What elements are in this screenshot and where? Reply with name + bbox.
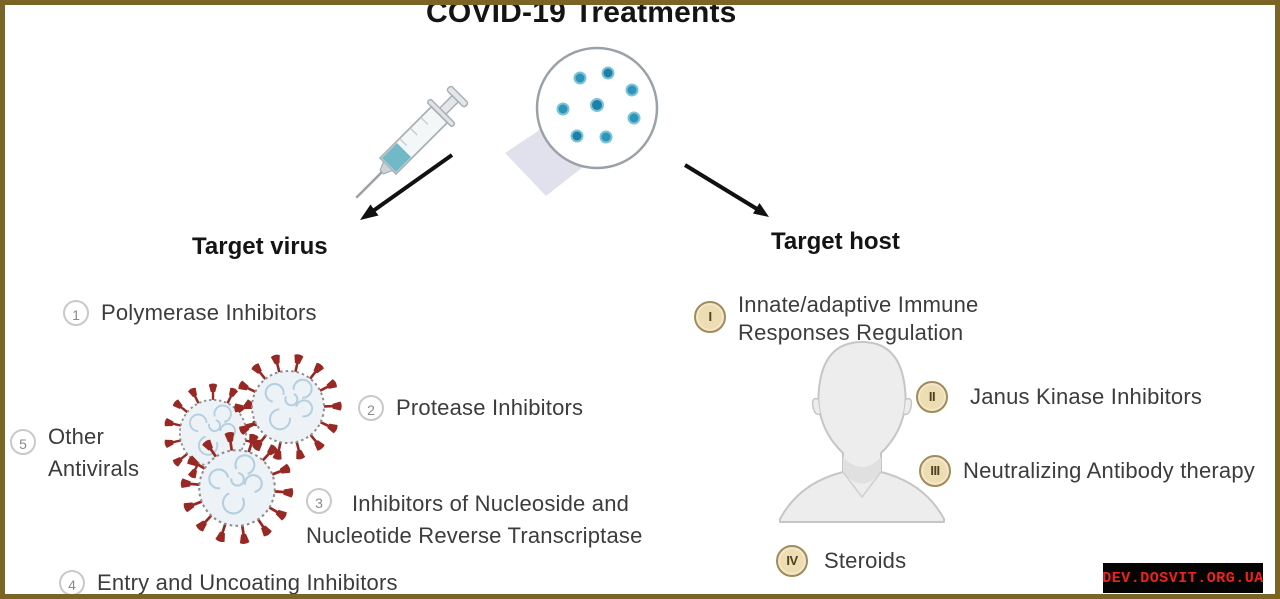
arrow-left-icon: [360, 153, 454, 220]
watermark-text: DEV.DOSVIT.ORG.UA: [1102, 569, 1264, 587]
arrow-right-icon: [683, 163, 769, 217]
item-label: Protease Inhibitors: [396, 395, 584, 420]
item-label: Neutralizing Antibody therapy: [963, 458, 1255, 483]
item-label: Janus Kinase Inhibitors: [970, 384, 1203, 409]
item-number-badge: 4: [59, 570, 85, 594]
item-roman-badge: II: [916, 381, 948, 413]
sample-magnifier-icon: [535, 46, 659, 170]
list-item-steroids: IV Steroids: [776, 545, 906, 577]
item-label: Innate/adaptive Immune Responses Regulat…: [738, 291, 978, 347]
item-label-line1: Other: [48, 424, 105, 449]
item-roman-badge: III: [919, 455, 951, 487]
page-title: COVID-19 Treatments: [426, 0, 737, 29]
list-item-neutralizing-antibody-therapy: III Neutralizing Antibody therapy: [919, 455, 1255, 487]
list-item-janus-kinase-inhibitors: II Janus Kinase Inhibitors: [916, 381, 1202, 413]
list-item-immune-regulation: I Innate/adaptive Immune Responses Regul…: [694, 292, 978, 347]
branch-label-target-virus: Target virus: [192, 233, 328, 260]
syringe-icon: [355, 85, 469, 199]
item-label: Polymerase Inhibitors: [101, 300, 317, 325]
item-roman-badge: I: [694, 301, 726, 333]
list-item-protease-inhibitors: 2 Protease Inhibitors: [358, 395, 583, 421]
item-label-line1: Inhibitors of Nucleoside and: [352, 491, 630, 516]
item-label: Steroids: [824, 548, 907, 573]
list-item-nucleoside-inhibitors: 3 Inhibitors of Nucleoside and Nucleotid…: [306, 488, 643, 552]
item-label: Inhibitors of Nucleoside and Nucleotide …: [306, 488, 643, 552]
item-roman-badge: IV: [776, 545, 808, 577]
item-label-line2: Responses Regulation: [738, 320, 964, 345]
item-number-badge: 5: [10, 429, 36, 455]
item-label-line2: Nucleotide Reverse Transcriptase: [306, 523, 643, 548]
branch-label-target-host: Target host: [771, 228, 900, 255]
human-silhouette-icon: [779, 341, 945, 523]
item-label: Other Antivirals: [48, 421, 139, 485]
item-number-badge: 2: [358, 395, 384, 421]
list-item-entry-uncoating-inhibitors: 4 Entry and Uncoating Inhibitors: [59, 570, 398, 595]
item-number-badge: 3: [306, 488, 332, 514]
list-item-other-antivirals: 5 Other Antivirals: [10, 424, 139, 485]
watermark-badge: DEV.DOSVIT.ORG.UA: [1102, 563, 1264, 593]
item-number-badge: 1: [63, 300, 89, 326]
item-label: Entry and Uncoating Inhibitors: [97, 570, 398, 595]
virus-dots: [556, 66, 641, 144]
item-label-line1: Innate/adaptive Immune: [738, 292, 979, 317]
item-label-line2: Antivirals: [48, 456, 140, 481]
diagram-illustrations: [5, 46, 945, 599]
list-item-polymerase-inhibitors: 1 Polymerase Inhibitors: [63, 300, 317, 326]
